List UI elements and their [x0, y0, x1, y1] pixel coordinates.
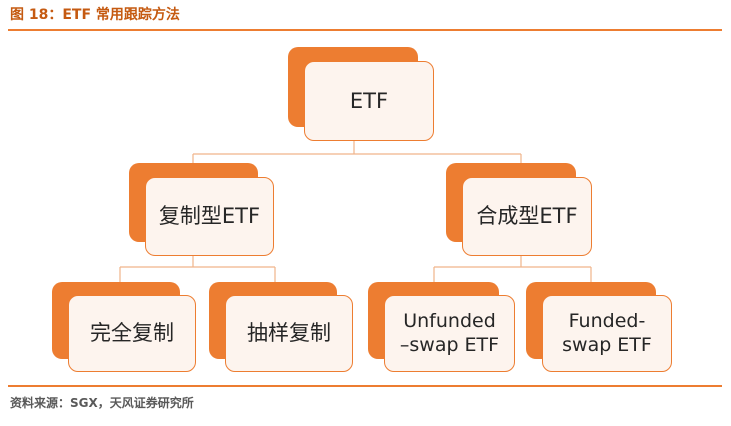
source-note: 资料来源：SGX，天风证券研究所: [10, 396, 194, 410]
funded-swap-node: Funded- swap ETF: [542, 295, 672, 372]
connector-root-level1: [192, 141, 522, 176]
replication-etf-node: 复制型ETF: [145, 177, 274, 256]
top-divider: [8, 29, 722, 31]
full-replication-node: 完全复制: [68, 295, 196, 372]
synthetic-etf-node: 合成型ETF: [462, 177, 592, 256]
figure-title: 图 18：ETF 常用跟踪方法: [10, 7, 180, 23]
sampling-replication-node: 抽样复制: [225, 295, 353, 372]
unfunded-swap-node: Unfunded –swap ETF: [384, 295, 515, 372]
bottom-divider: [8, 385, 722, 387]
root-node: ETF: [304, 61, 434, 141]
